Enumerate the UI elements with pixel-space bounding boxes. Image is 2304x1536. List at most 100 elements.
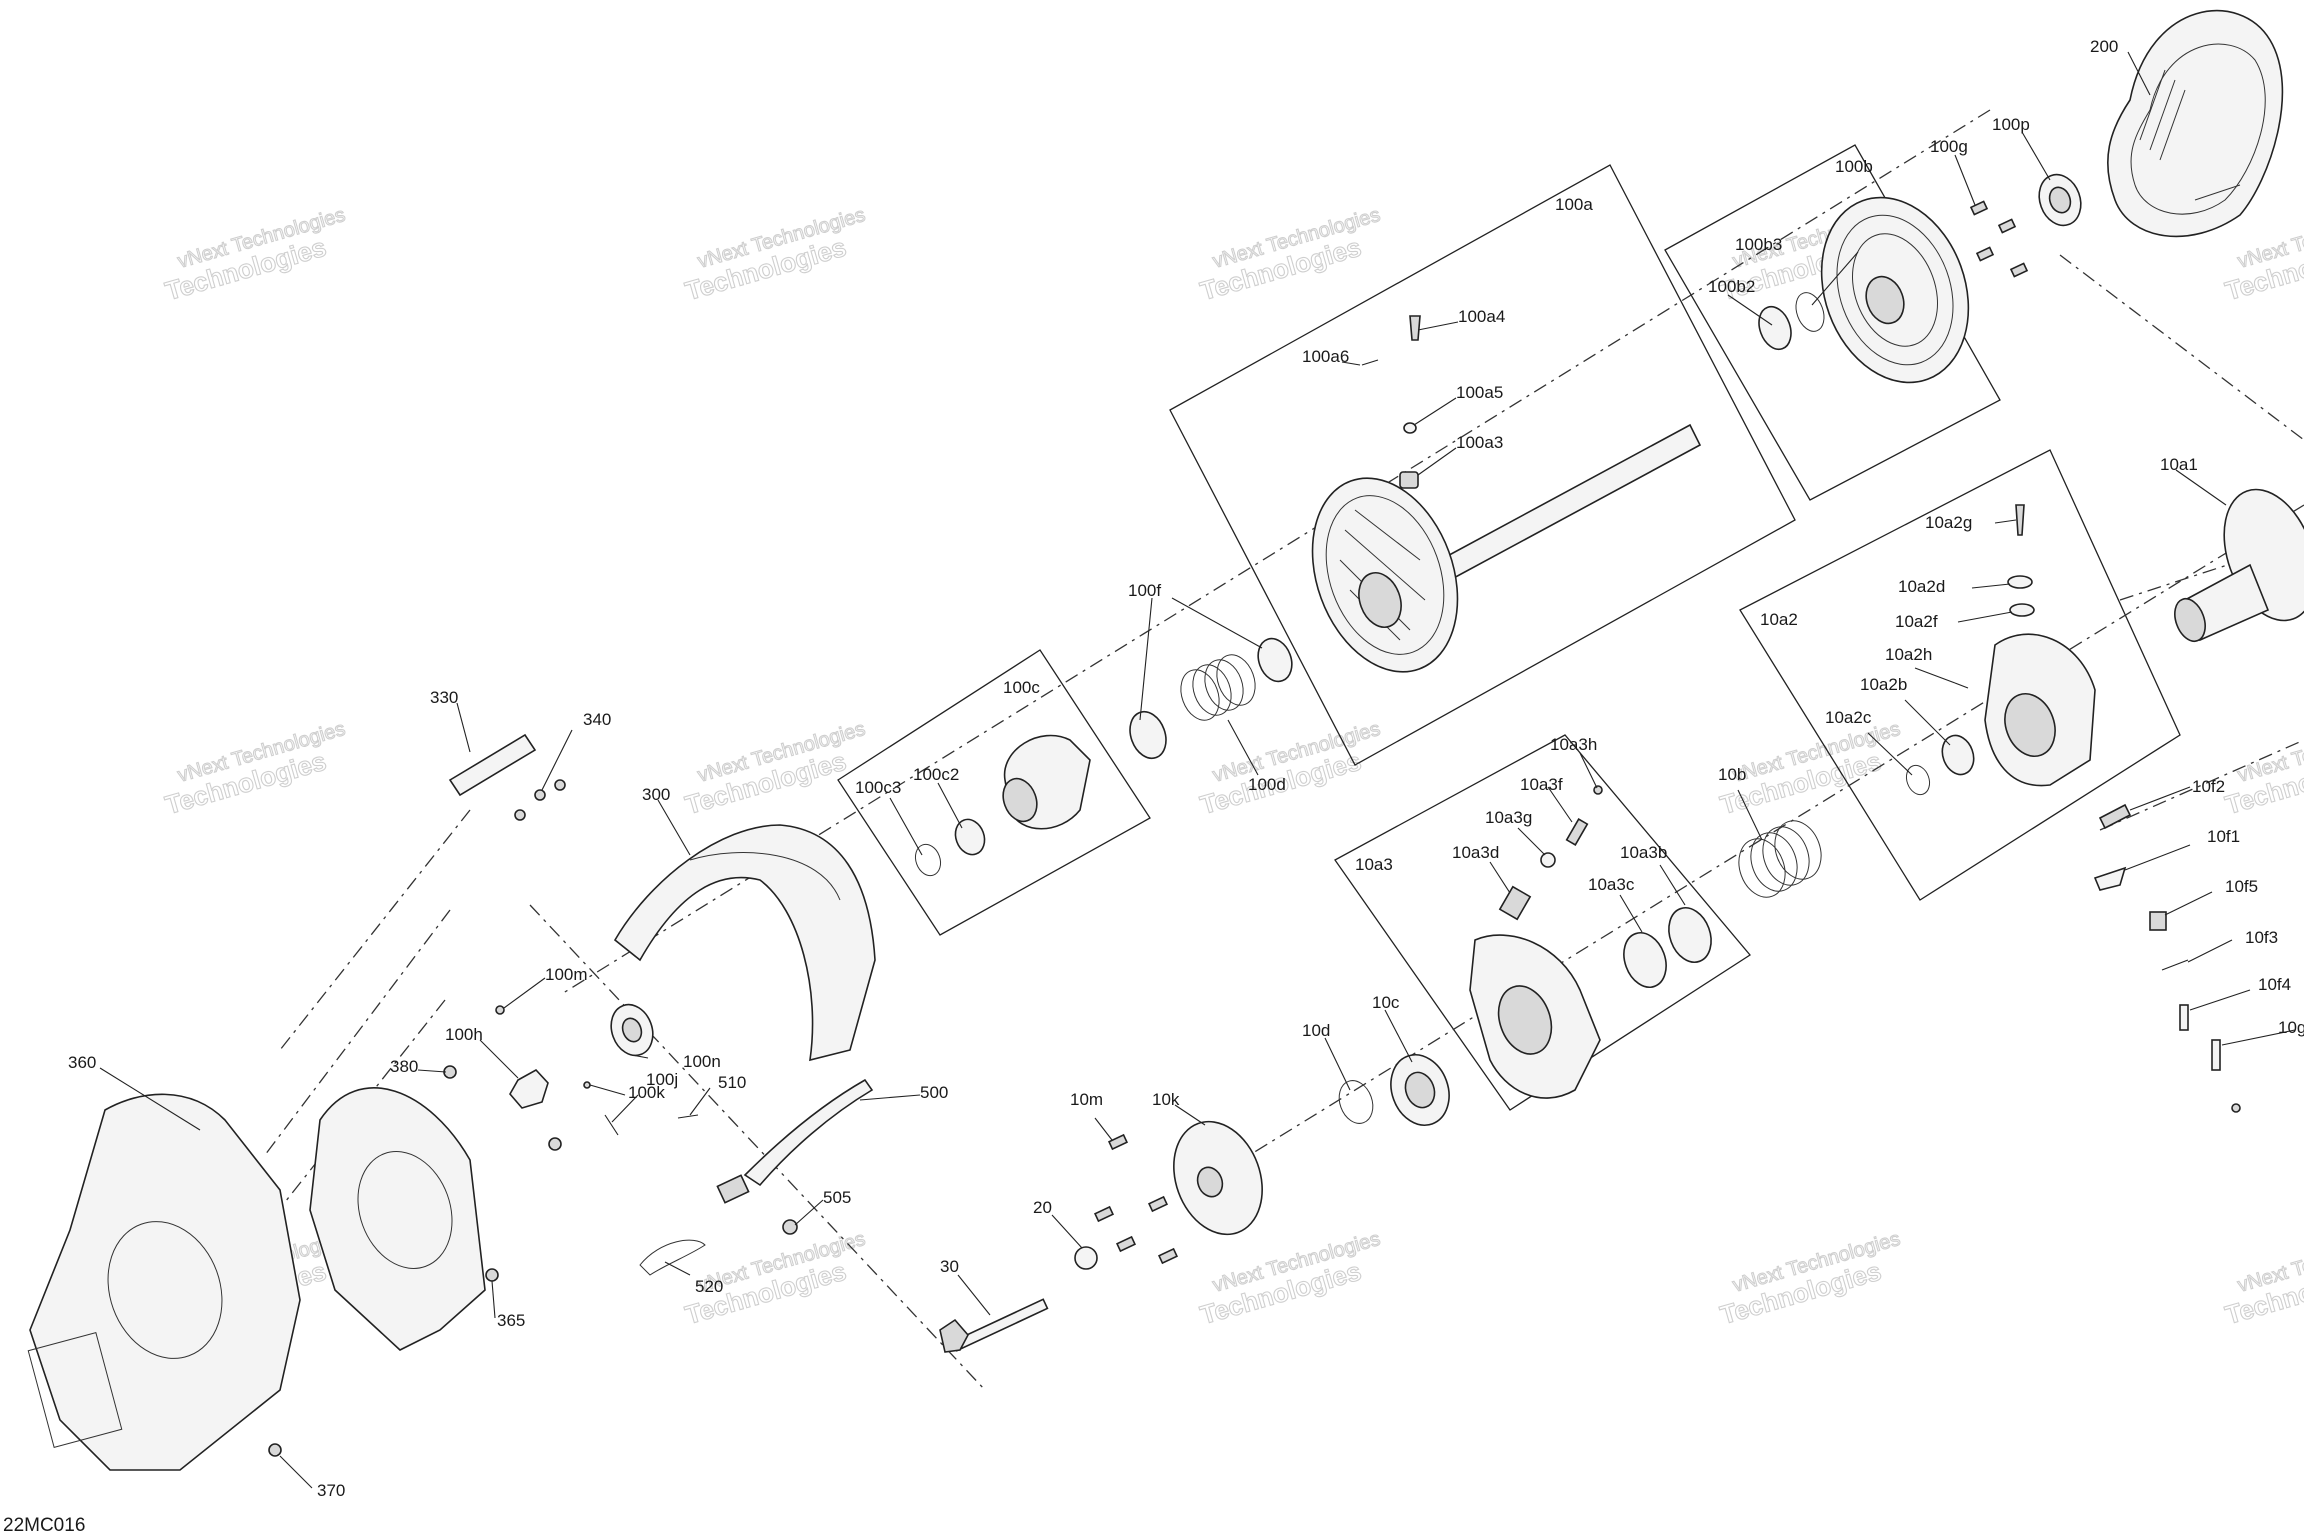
roller-10a3f xyxy=(1565,818,1589,846)
slider-10a3d xyxy=(1498,885,1532,921)
label-370: 370 xyxy=(317,1481,345,1500)
label-10a3d: 10a3d xyxy=(1452,843,1499,862)
bolt-30 xyxy=(939,1298,1049,1353)
watermark: vNext Technologies Technologies xyxy=(1716,1227,1903,1330)
hub-10k xyxy=(1173,1120,1263,1236)
washer-100a5 xyxy=(1403,422,1417,434)
label-100g: 100g xyxy=(1930,137,1968,156)
label-100m: 100m xyxy=(545,965,588,984)
washer-10a2d xyxy=(2007,575,2033,589)
label-10a2c: 10a2c xyxy=(1825,708,1872,727)
movable-sheave-shaft xyxy=(1311,423,1702,673)
watermark: vNext Technologies Technologies xyxy=(681,203,868,306)
label-10a2g: 10a2g xyxy=(1925,513,1972,532)
sensor-510 xyxy=(716,1174,750,1204)
cover-365 xyxy=(309,1087,486,1351)
label-10a3b: 10a3b xyxy=(1620,843,1667,862)
washer-20 xyxy=(1074,1246,1098,1270)
callout-labels: 200 100p 100g 100b 100b3 100b2 100a 100a… xyxy=(68,37,2304,1500)
label-100c3: 100c3 xyxy=(855,778,901,797)
box-10a3 xyxy=(1334,734,1751,1111)
bushing-100b2 xyxy=(1758,305,1792,351)
label-360: 360 xyxy=(68,1053,96,1072)
label-365: 365 xyxy=(497,1311,525,1330)
bracket-500 xyxy=(743,1078,874,1187)
label-10a3g: 10a3g xyxy=(1485,808,1532,827)
screw-100m xyxy=(495,1005,505,1015)
label-10f5: 10f5 xyxy=(2225,877,2258,896)
ring-100c3 xyxy=(914,843,942,877)
label-10a3h: 10a3h xyxy=(1550,735,1597,754)
leader-lines xyxy=(99,51,2296,1489)
screws-10m xyxy=(1093,1133,1179,1265)
watermark: vNext Technologies Technologies xyxy=(2221,717,2304,820)
nut-10f5 xyxy=(2149,911,2167,931)
label-10m: 10m xyxy=(1070,1090,1103,1109)
label-100j: 100j xyxy=(646,1070,678,1089)
sheave-10a1 xyxy=(2174,488,2304,643)
watermark: vNext Technologies Technologies xyxy=(161,203,348,306)
watermark: vNext Technologies Technologies xyxy=(2221,1227,2304,1330)
cover-10a2 xyxy=(1984,633,2096,787)
drive-belt xyxy=(2107,9,2284,238)
clip-520 xyxy=(639,1239,706,1276)
label-10a3c: 10a3c xyxy=(1588,875,1635,894)
washer-10a2f xyxy=(2009,603,2035,617)
label-100b3: 100b3 xyxy=(1735,235,1782,254)
nut-505 xyxy=(782,1219,798,1235)
label-10k: 10k xyxy=(1152,1090,1180,1109)
label-10a3: 10a3 xyxy=(1355,855,1393,874)
label-10a1: 10a1 xyxy=(2160,455,2198,474)
watermark: vNext Technologies Technologies xyxy=(161,717,348,820)
label-10a3f: 10a3f xyxy=(1520,775,1563,794)
fixed-sheave xyxy=(1820,196,1970,384)
housing-10a3 xyxy=(1469,934,1601,1099)
spring-100d xyxy=(1180,654,1256,721)
label-100a5: 100a5 xyxy=(1456,383,1503,402)
label-10c: 10c xyxy=(1372,993,1400,1012)
label-30: 30 xyxy=(940,1257,959,1276)
label-100a3: 100a3 xyxy=(1456,433,1503,452)
screws-100g xyxy=(1969,200,2029,278)
washer-370 xyxy=(268,1443,282,1457)
washer-10f3 xyxy=(2161,959,2189,971)
guard-300 xyxy=(613,824,876,1062)
subassembly-boxes xyxy=(837,144,2181,1111)
label-10a2f: 10a2f xyxy=(1895,612,1938,631)
screw-10h xyxy=(2231,1103,2241,1113)
label-510: 510 xyxy=(718,1073,746,1092)
label-520: 520 xyxy=(695,1277,723,1296)
label-200: 200 xyxy=(2090,37,2118,56)
ring-10a3b xyxy=(1668,907,1712,963)
ring-100f-b xyxy=(1129,710,1167,760)
label-10a2: 10a2 xyxy=(1760,610,1798,629)
label-10f3: 10f3 xyxy=(2245,928,2278,947)
label-100k: 100k xyxy=(628,1083,665,1102)
box-100c xyxy=(837,649,1151,936)
box-10a2 xyxy=(1739,449,2181,901)
label-100d: 100d xyxy=(1248,775,1286,794)
label-100c: 100c xyxy=(1003,678,1040,697)
screw-10f2 xyxy=(2098,803,2132,830)
box-100b xyxy=(1664,144,2001,501)
label-100a: 100a xyxy=(1555,195,1593,214)
pin-100a6 xyxy=(1361,359,1379,366)
ring-100f xyxy=(1257,637,1293,683)
label-10f1: 10f1 xyxy=(2207,827,2240,846)
spring-10b xyxy=(1738,820,1822,898)
screws-340 xyxy=(514,779,566,821)
watermark: vNext Technologies Technologies xyxy=(1196,203,1383,306)
label-20: 20 xyxy=(1033,1198,1052,1217)
label-10a2d: 10a2d xyxy=(1898,577,1945,596)
washer-10a3g xyxy=(1540,852,1556,868)
label-100h: 100h xyxy=(445,1025,483,1044)
label-340: 340 xyxy=(583,710,611,729)
pin-10f4 xyxy=(2179,1004,2189,1031)
label-100n: 100n xyxy=(683,1052,721,1071)
pin-10a2g xyxy=(2015,504,2025,536)
label-10b: 10b xyxy=(1718,765,1746,784)
label-500: 500 xyxy=(920,1083,948,1102)
label-100b: 100b xyxy=(1835,157,1873,176)
ring-10a3c xyxy=(1623,932,1667,988)
